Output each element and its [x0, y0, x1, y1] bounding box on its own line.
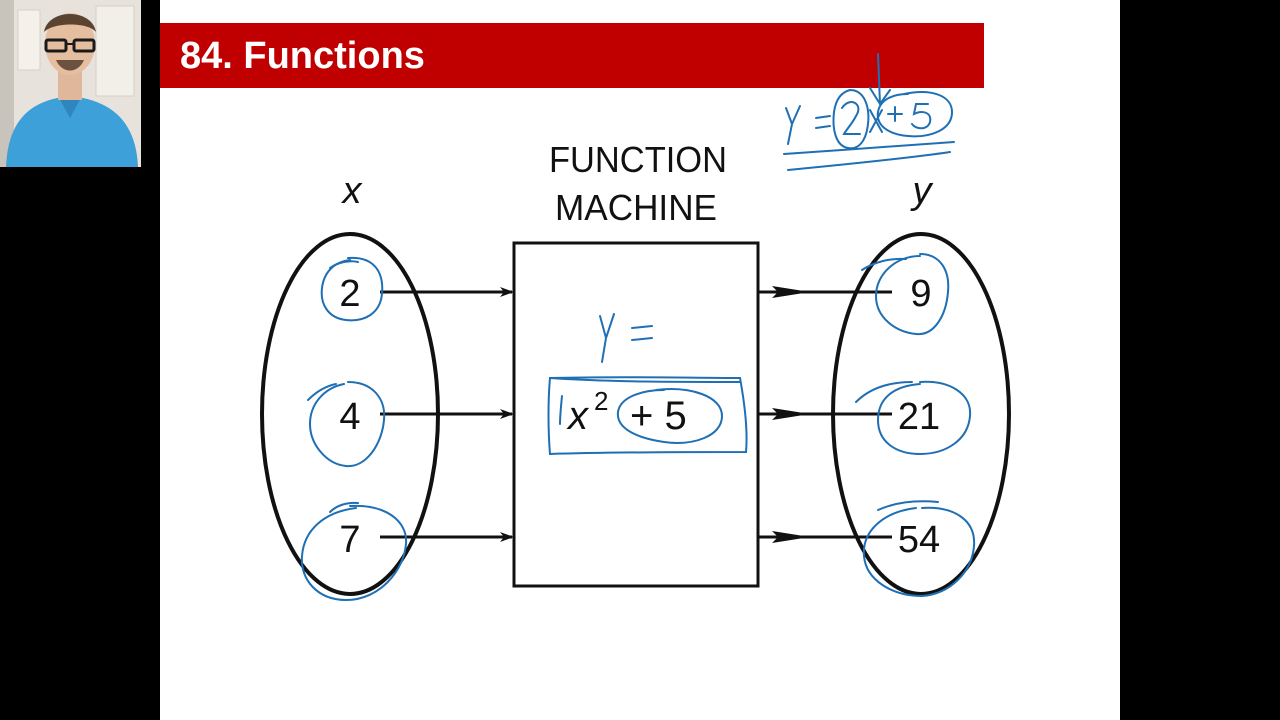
presenter-avatar	[0, 0, 141, 167]
machine-title-line1: FUNCTION	[549, 139, 727, 180]
title-bar: 84. Functions	[160, 23, 984, 88]
function-rule-base: x	[566, 394, 590, 438]
machine-title-line2: MACHINE	[555, 187, 717, 228]
arrowhead-out-3	[772, 531, 810, 543]
input-value: 7	[339, 519, 360, 561]
output-label: y	[910, 170, 934, 212]
slide: 84. Functions x y FUNCTION MACHINE 2	[160, 0, 1120, 720]
arrowhead-out-2	[772, 408, 810, 420]
function-rule-exponent: 2	[594, 386, 608, 416]
output-value: 54	[898, 519, 940, 561]
handwritten-annotations	[300, 53, 976, 602]
function-rule-rest: + 5	[630, 394, 687, 438]
arrowhead-out-1	[772, 286, 810, 298]
slide-title: 84. Functions	[180, 35, 425, 77]
input-value: 2	[339, 273, 360, 315]
input-value: 4	[339, 396, 360, 438]
output-value: 9	[910, 273, 931, 315]
presenter-webcam	[0, 0, 141, 167]
output-value: 21	[898, 396, 940, 438]
input-label: x	[341, 170, 364, 212]
function-machine-diagram: x y FUNCTION MACHINE 2 4 7 9 21 54 x	[260, 53, 1011, 602]
